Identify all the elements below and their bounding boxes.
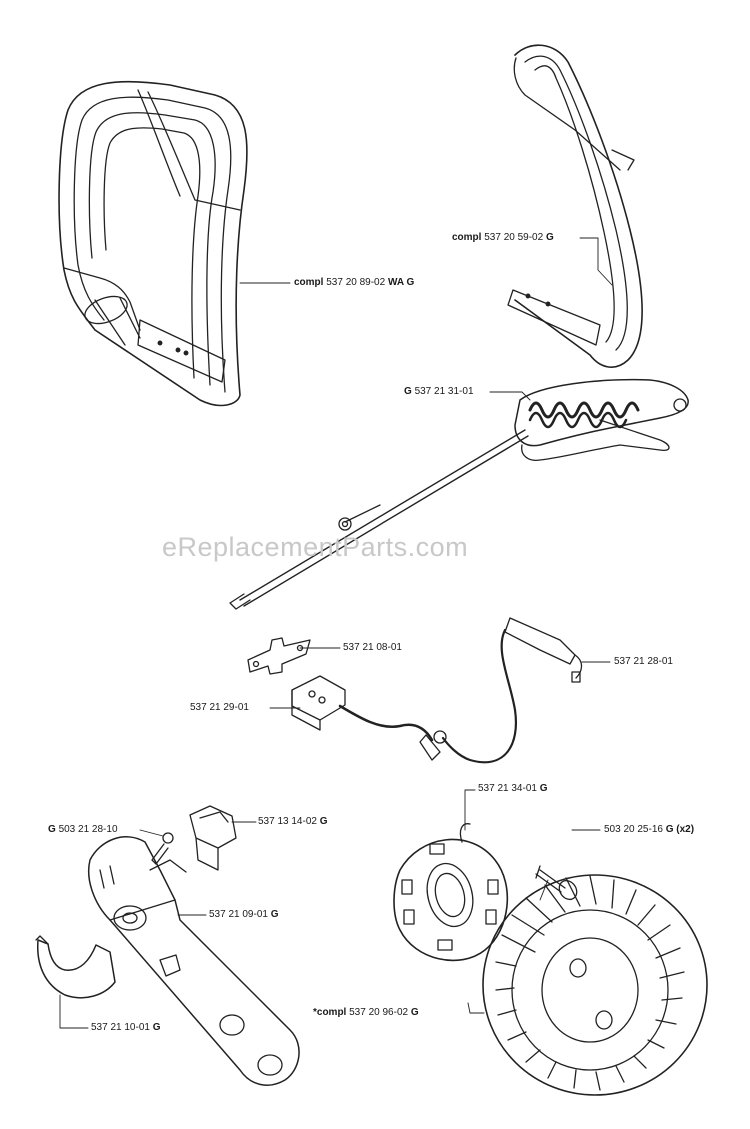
label-rear-handle[interactable]: compl 537 20 59-02 G	[452, 232, 554, 243]
label-flywheel[interactable]: *compl 537 20 96-02 G	[313, 1007, 419, 1018]
label-switch-housing[interactable]: 537 13 14-02 G	[258, 816, 328, 827]
cover-drawing	[35, 935, 116, 999]
switch-housing-drawing	[189, 805, 237, 871]
lever-arm-drawing	[88, 836, 300, 1086]
label-bracket[interactable]: 537 21 08-01	[343, 642, 402, 653]
watermark: eReplacementParts.com	[162, 532, 469, 562]
label-throttle-rod[interactable]: G 537 21 31-01	[404, 386, 474, 397]
bracket-drawing	[247, 637, 311, 675]
label-screw-small[interactable]: G 503 21 28-10	[48, 824, 118, 835]
leader-lines	[59, 237, 613, 1029]
flywheel-drawing	[482, 874, 708, 1096]
screw-small-drawing	[151, 832, 174, 865]
ground-wire-drawing	[433, 617, 583, 764]
label-cover[interactable]: 537 21 10-01 G	[91, 1022, 161, 1033]
label-lever-arm[interactable]: 537 21 09-01 G	[209, 909, 279, 920]
throttle-rod-drawing	[229, 378, 689, 610]
rear-handle-drawing	[507, 44, 643, 368]
front-handle-drawing	[58, 80, 248, 407]
bolt-drawing	[535, 865, 578, 901]
label-ground-wire[interactable]: 537 21 28-01	[614, 656, 673, 667]
label-bolt[interactable]: 503 20 25-16 G (x2)	[604, 824, 695, 835]
label-ignition-module[interactable]: 537 21 34-01 G	[478, 783, 548, 794]
ignition-module-drawing	[393, 823, 509, 962]
ignition-switch-drawing	[291, 675, 441, 761]
label-ignition-switch[interactable]: 537 21 29-01	[190, 702, 249, 713]
label-front-handle[interactable]: compl 537 20 89-02 WA G	[294, 277, 415, 288]
